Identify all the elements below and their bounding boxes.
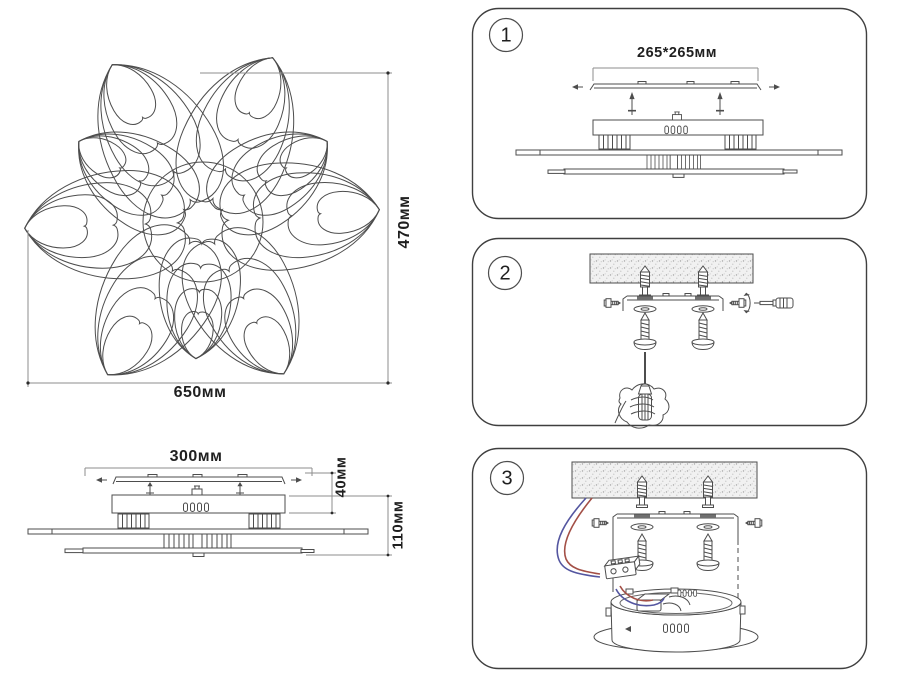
step-2-badge — [487, 255, 523, 291]
screw-icon — [627, 91, 637, 116]
step-1-drawing — [515, 67, 843, 178]
step-3-number: 3 — [501, 467, 513, 490]
wire-red — [563, 497, 601, 575]
long-screw-icon — [633, 312, 657, 350]
petal-plate-lower — [563, 168, 785, 175]
bracket-dimension-label: 265*265мм — [637, 45, 717, 61]
screw-icon — [715, 91, 725, 116]
mounting-bar — [112, 474, 286, 485]
mounting-bracket — [622, 293, 724, 311]
petal-plate-lower — [82, 547, 303, 554]
long-screw-icon — [696, 533, 720, 571]
petal-plate-upper — [27, 528, 369, 535]
fins-right — [248, 513, 281, 529]
step-2-number: 2 — [499, 262, 511, 285]
arrow-right-icon — [290, 476, 303, 484]
screw-icon — [145, 481, 155, 496]
step-2-panel — [471, 237, 868, 427]
anchor-icon — [636, 475, 648, 508]
step-3-drawing — [556, 461, 763, 653]
step-3-panel — [471, 447, 868, 670]
ceiling — [589, 253, 754, 284]
mounting-bracket — [612, 511, 739, 529]
fixture-base — [593, 587, 759, 653]
front-view-dimensions — [26, 71, 392, 387]
step-1-badge — [488, 17, 524, 53]
side-screw-icon — [744, 518, 763, 528]
wire-red — [619, 585, 654, 602]
wire-blue — [556, 497, 601, 578]
washer-icon — [633, 305, 657, 313]
wire-blue — [615, 588, 665, 607]
flower-top-view — [23, 37, 383, 404]
washer-icon — [696, 523, 720, 531]
terminal-block — [603, 555, 642, 580]
side-screw-icon — [591, 518, 610, 528]
arrow-left-icon — [95, 476, 108, 484]
connector-icon — [672, 111, 682, 121]
front-width-label: 650мм — [173, 384, 227, 401]
washer-icon — [691, 305, 715, 313]
side-width-label: 300мм — [169, 448, 223, 465]
clip-left — [605, 607, 612, 617]
arrow-left-icon — [571, 83, 584, 91]
petal-plate-upper — [515, 149, 843, 156]
step-3-badge — [489, 460, 525, 496]
clip-right — [739, 605, 746, 615]
ceiling — [571, 461, 758, 499]
connector-icon — [191, 485, 203, 496]
screwdriver-icon — [753, 297, 794, 309]
step-2-drawing — [589, 253, 794, 430]
side-screw-icon — [603, 298, 622, 308]
align-mark — [625, 626, 631, 632]
arrow-right-icon — [768, 83, 781, 91]
side-total-height-label: 110мм — [389, 500, 407, 550]
anchor-icon — [697, 265, 709, 298]
fins-left — [117, 513, 150, 529]
washer-icon — [630, 523, 654, 531]
hand-screwdriver-icon — [614, 351, 670, 430]
mounting-bar — [589, 81, 762, 91]
long-screw-icon — [691, 312, 715, 350]
anchor-icon — [639, 265, 651, 298]
step-1-panel — [471, 7, 868, 220]
screw-icon — [235, 481, 245, 496]
front-height-label: 470мм — [396, 195, 413, 249]
side-screw-icon — [728, 298, 747, 308]
anchor-icon — [702, 475, 714, 508]
side-view — [27, 467, 392, 557]
step-1-number: 1 — [500, 24, 512, 47]
side-bracket-height-label: 40мм — [332, 456, 350, 498]
